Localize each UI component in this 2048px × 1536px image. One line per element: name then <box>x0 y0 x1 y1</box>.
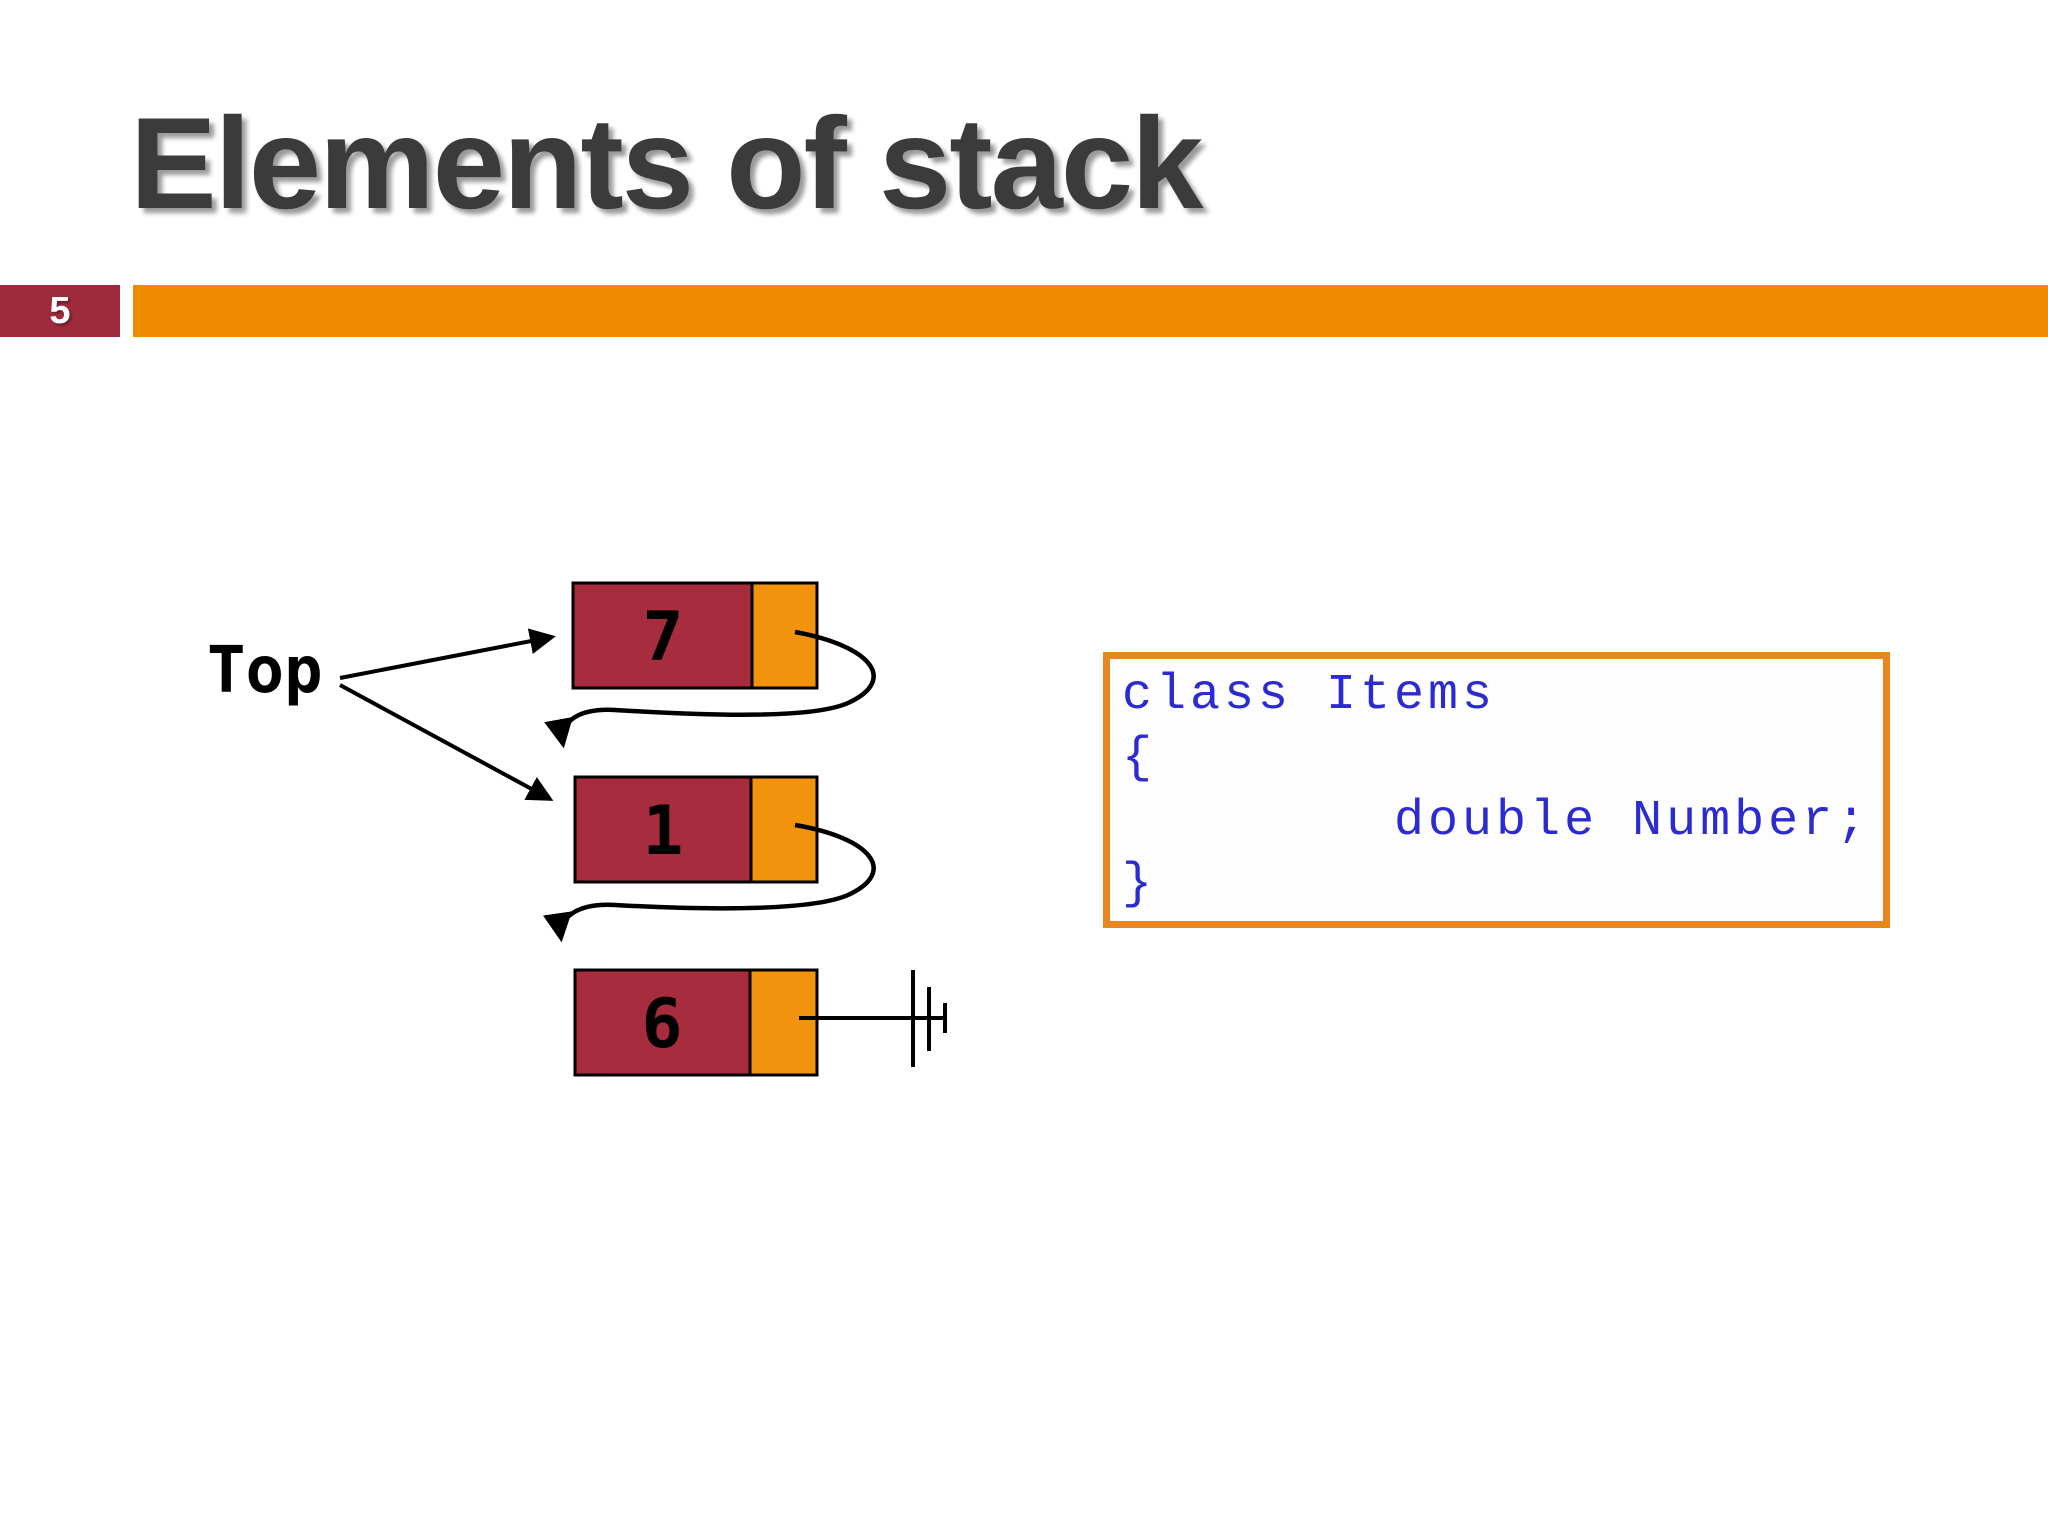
accent-bar <box>133 285 2048 337</box>
node-1-value: 1 <box>643 792 684 871</box>
code-line: class Items <box>1122 667 1497 724</box>
code-box: class Items { double Number; } <box>1103 652 1890 928</box>
pointer-curve-1-to-6 <box>543 822 876 943</box>
code-line: } <box>1122 856 1157 913</box>
node-7-value: 7 <box>643 598 684 677</box>
top-arrow-to-node-1 <box>339 683 554 801</box>
top-arrow-to-node-7 <box>339 628 556 680</box>
node-6-value: 6 <box>642 985 683 1064</box>
null-ground-icon <box>799 970 947 1067</box>
page-number: 5 <box>49 289 71 332</box>
stack-diagram: Top 7 1 6 <box>207 581 947 1077</box>
node-6-pointer-cell <box>748 968 819 1077</box>
stack-node-7: 7 <box>571 581 819 690</box>
stack-node-6: 6 <box>573 968 819 1077</box>
code-line: double Number; <box>1122 793 1871 850</box>
page-title: Elements of stack <box>130 90 1203 236</box>
node-7-value-cell <box>571 581 754 690</box>
pointer-curve-7-to-1 <box>544 629 876 749</box>
stack-node-1: 1 <box>573 775 819 884</box>
node-1-value-cell <box>573 775 753 884</box>
code-line: { <box>1122 730 1157 787</box>
top-pointer-label: Top <box>207 634 323 708</box>
page-number-chip: 5 <box>0 285 120 337</box>
